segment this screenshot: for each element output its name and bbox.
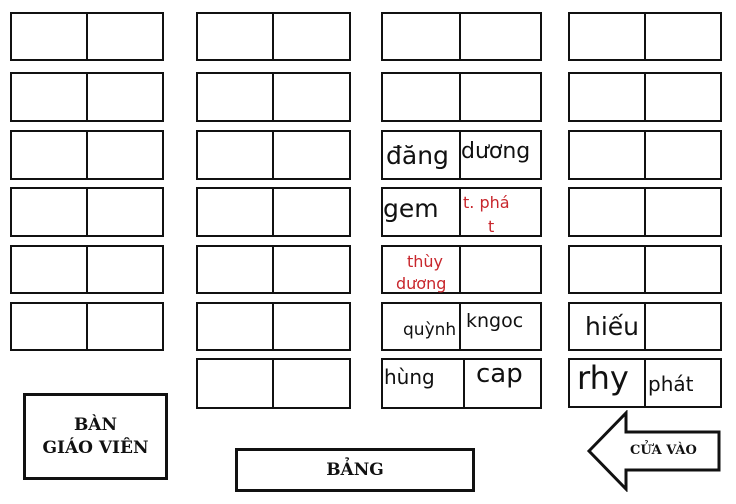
teacher-desk-label-line1: BÀN (73, 414, 118, 435)
seat-name: thùy (407, 252, 444, 271)
seat-name: rhy (577, 359, 629, 397)
seat-name: t (488, 217, 495, 236)
seat-name: gem (383, 194, 439, 223)
seat-name: phát (648, 372, 694, 396)
seat-name: t. phá (463, 193, 510, 212)
seat-name: dương (396, 274, 447, 293)
board: BẢNG (235, 448, 475, 492)
seat-name: kngoc (466, 310, 524, 332)
entrance-arrow: CỬA VÀO (586, 410, 722, 492)
seat-name: hiếu (585, 312, 640, 341)
teacher-desk: BÀN GIÁO VIÊN (23, 393, 168, 480)
teacher-desk-label-line2: GIÁO VIÊN (42, 437, 149, 458)
entrance-label: CỬA VÀO (630, 443, 697, 458)
board-label: BẢNG (326, 460, 384, 480)
seat-name: quỳnh (403, 320, 457, 340)
seat-name: cap (476, 359, 523, 389)
seat-name: dương (461, 139, 531, 164)
seat-name: hùng (384, 365, 435, 389)
seat-name: đăng (386, 141, 449, 170)
